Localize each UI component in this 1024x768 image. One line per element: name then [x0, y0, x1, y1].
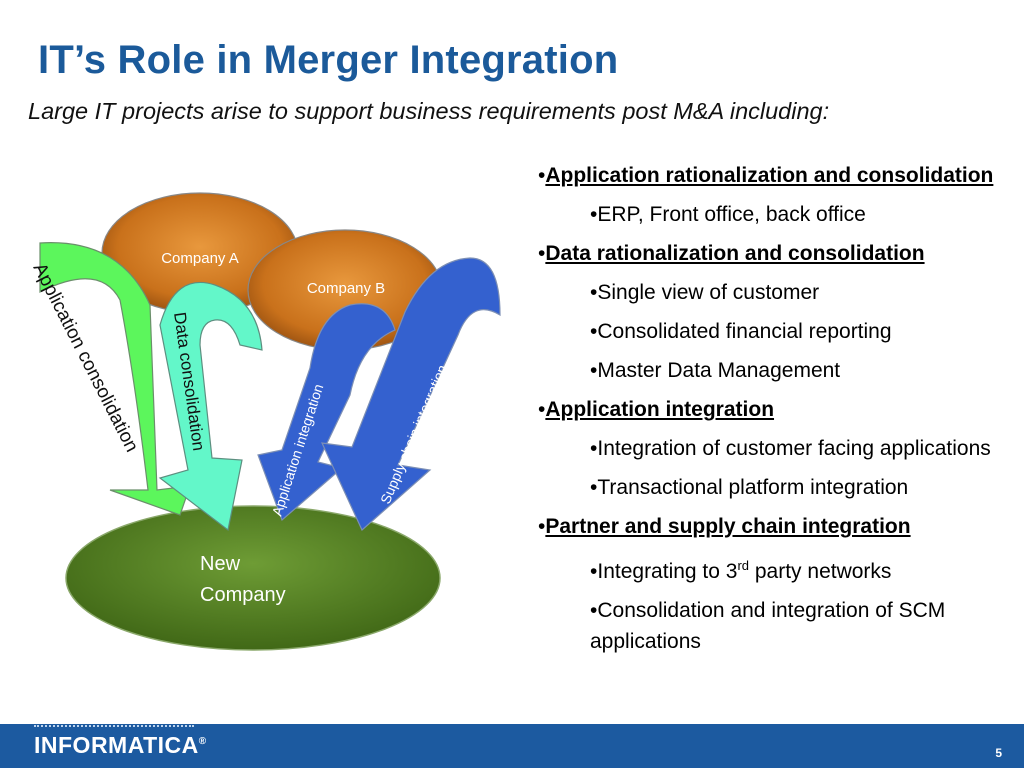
- page-number: 5: [995, 746, 1002, 760]
- bullet-scm: •Consolidation and integration of SCM ap…: [590, 599, 946, 653]
- bullet-data-rationalization: •Data rationalization and consolidation: [538, 242, 925, 265]
- bullet-third-party: •Integrating to 3rd party networks: [590, 558, 892, 583]
- data-consolidation-arrow: [158, 281, 263, 532]
- application-integration-arrow: [257, 303, 396, 522]
- bullet-app-integration: •Application integration: [538, 398, 775, 421]
- slide-title: IT’s Role in Merger Integration: [38, 38, 619, 82]
- supply-chain-integration-arrow: [321, 257, 501, 531]
- company-a-label: Company A: [161, 250, 239, 267]
- new-company-label-line1: New: [200, 553, 241, 575]
- bullet-customer-facing: •Integration of customer facing applicat…: [590, 437, 991, 460]
- bullet-financial-reporting: •Consolidated financial reporting: [590, 320, 892, 343]
- bullet-erp: •ERP, Front office, back office: [590, 203, 866, 226]
- new-company-label-line2: Company: [200, 584, 286, 606]
- new-company-ellipse: [65, 505, 441, 651]
- footer-bar: INFORMATICA® 5: [0, 724, 1024, 768]
- company-b-label: Company B: [307, 280, 385, 297]
- merger-diagram: Company A Company B New Company Applicat…: [29, 192, 501, 651]
- logo-dots: [34, 725, 194, 731]
- slide-subtitle: Large IT projects arise to support busin…: [28, 98, 830, 124]
- bullet-partner-supply-chain: •Partner and supply chain integration: [538, 515, 911, 538]
- bullet-transactional: •Transactional platform integration: [590, 476, 909, 499]
- bullet-list: •Application rationalization and consoli…: [538, 160, 1018, 665]
- informatica-logo: INFORMATICA®: [34, 732, 207, 758]
- bullet-mdm: •Master Data Management: [590, 359, 841, 382]
- bullet-app-rationalization: •Application rationalization and consoli…: [538, 164, 994, 187]
- application-consolidation-arrow: [39, 242, 191, 516]
- bullet-single-view: •Single view of customer: [590, 281, 820, 304]
